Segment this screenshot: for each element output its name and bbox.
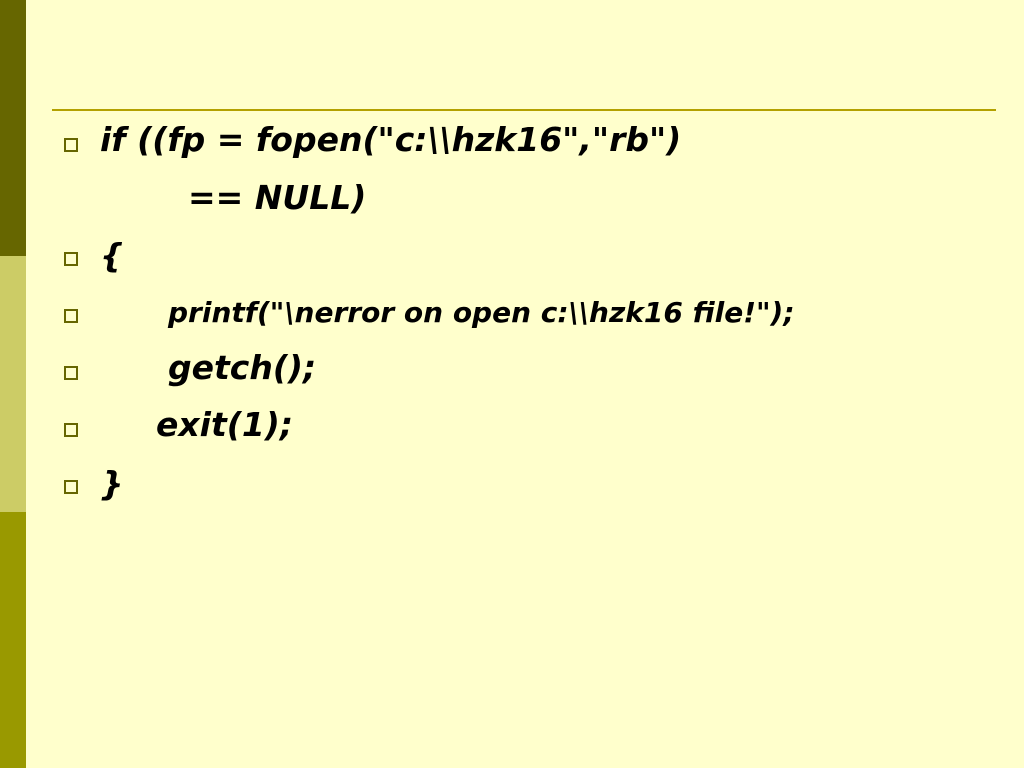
code-line-open-brace: {: [100, 236, 124, 275]
hollow-square-icon: [64, 309, 78, 323]
code-line-exit: exit(1);: [156, 405, 294, 444]
code-line-fopen: if ((fp = fopen("c:\\hzk16","rb"): [100, 120, 682, 159]
accent-bar-segment-light: [0, 256, 26, 512]
title-divider-line: [52, 109, 996, 111]
hollow-square-icon: [64, 423, 78, 437]
hollow-square-icon: [64, 366, 78, 380]
code-line-null-check: == NULL): [188, 178, 367, 217]
accent-bar-segment-mid: [0, 512, 26, 768]
accent-bar-segment-dark: [0, 0, 26, 256]
hollow-square-icon: [64, 480, 78, 494]
code-line-getch: getch();: [168, 348, 317, 387]
hollow-square-icon: [64, 252, 78, 266]
code-line-printf: printf("\nerror on open c:\\hzk16 file!"…: [168, 296, 795, 329]
hollow-square-icon: [64, 138, 78, 152]
code-line-close-brace: }: [100, 464, 124, 503]
left-accent-bar: [0, 0, 26, 768]
